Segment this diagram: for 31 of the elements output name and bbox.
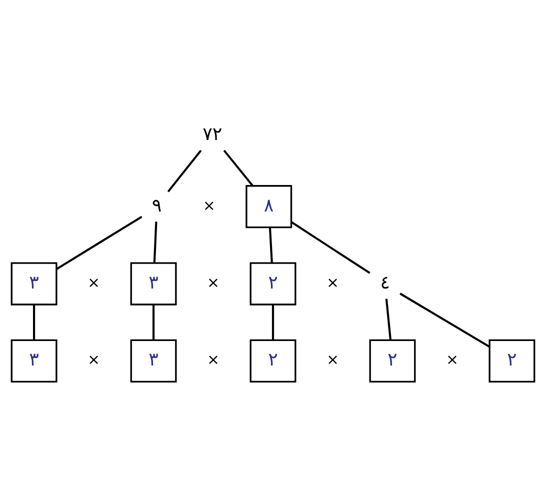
- connector: [290, 221, 370, 274]
- node-text: ٤: [380, 272, 390, 294]
- label: ×: [326, 273, 339, 292]
- label: ×: [207, 350, 220, 369]
- node-box: ٣: [10, 339, 58, 382]
- connector: [33, 304, 36, 340]
- connector: [268, 228, 273, 263]
- label: ×: [326, 350, 339, 369]
- node-box: ٢: [250, 339, 296, 382]
- connector: [153, 222, 158, 263]
- node-box: ٨: [246, 185, 292, 228]
- node-box: ٢: [250, 262, 296, 306]
- label: ×: [207, 273, 220, 292]
- node-text: ٧٢: [202, 124, 222, 145]
- connector: [400, 292, 490, 348]
- node-box: ٣: [130, 339, 177, 382]
- connector: [223, 150, 254, 186]
- node-text: ٩: [152, 195, 162, 216]
- node-box: ٣: [130, 262, 177, 306]
- connector: [56, 216, 142, 270]
- node-box: ٣: [10, 262, 58, 306]
- label: ×: [202, 196, 216, 214]
- connector: [167, 150, 202, 192]
- node-box: ٢: [488, 339, 536, 382]
- label: ×: [88, 273, 100, 292]
- label: ×: [446, 350, 458, 369]
- label: ×: [88, 350, 100, 369]
- connector: [152, 304, 155, 340]
- connector: [385, 298, 392, 340]
- node-box: ٢: [369, 339, 416, 382]
- connector: [272, 304, 274, 340]
